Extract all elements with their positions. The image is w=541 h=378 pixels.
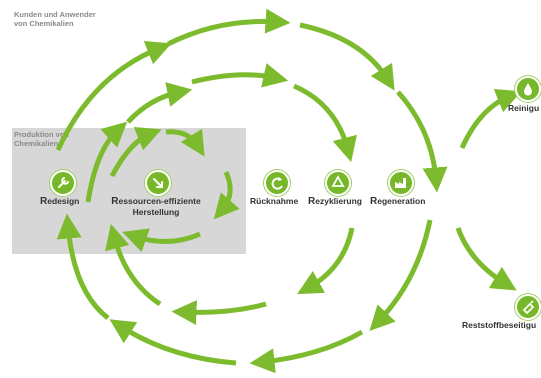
node-label-ressourcen-line2: Herstellung xyxy=(132,207,180,217)
branch-arrow-down xyxy=(455,227,517,291)
node-label-reinigung: Reinigu xyxy=(508,103,539,113)
arrow-down-right-icon xyxy=(145,170,171,196)
arrow-group xyxy=(55,8,522,374)
outer-arrow-4 xyxy=(396,90,448,193)
branch-arrow-up xyxy=(459,89,522,150)
factory-icon xyxy=(388,170,414,196)
node-label-rezyklierung-first: R xyxy=(308,196,316,207)
middle-arrow-4 xyxy=(293,83,357,163)
outer-region-label-line2: von Chemikalien xyxy=(14,19,74,28)
outer-arrow-3 xyxy=(299,22,395,91)
inner-region-label-line2: Chemikalien xyxy=(14,139,59,148)
node-label-redesign-rest: edesign xyxy=(47,196,80,206)
node-label-ruecknahme-rest: Rücknahme xyxy=(250,196,299,206)
inner-arrow-4 xyxy=(122,228,202,252)
node-label-reststoff: Reststoffbeseitigu xyxy=(462,320,536,330)
outer-region-label: Kunden und Anwender von Chemikalien xyxy=(14,10,96,28)
outer-arrow-5 xyxy=(369,219,433,332)
inner-arrow-1 xyxy=(109,127,162,178)
middle-arrow-2 xyxy=(126,82,193,124)
node-label-reinigung-rest: Reinigu xyxy=(508,103,540,113)
middle-arrow-5 xyxy=(297,227,355,295)
middle-arrow-7 xyxy=(105,223,162,307)
disposal-icon xyxy=(515,294,541,320)
outer-arrow-2 xyxy=(166,8,291,47)
node-label-regeneration-rest: egeneration xyxy=(377,196,426,206)
node-label-regeneration-first: R xyxy=(370,196,378,207)
inner-region-label: Produktion von Chemikalien xyxy=(14,130,69,148)
node-label-ressourcen: Ressourcen-effiziente Herstellung xyxy=(106,196,206,217)
outer-arrow-8 xyxy=(56,213,110,320)
middle-arrow-3 xyxy=(191,63,289,88)
middle-arrow-1 xyxy=(85,121,128,203)
outer-arrow-7 xyxy=(109,319,237,366)
circular-arrow-icon xyxy=(264,170,290,196)
recycle-icon xyxy=(325,170,351,196)
inner-arrow-2 xyxy=(165,128,205,157)
node-label-redesign-first: R xyxy=(40,196,48,207)
outer-arrow-1 xyxy=(55,41,172,152)
middle-arrow-6 xyxy=(171,300,267,326)
node-label-ressourcen-first: R xyxy=(111,196,119,207)
node-label-regeneration: Regeneration xyxy=(370,196,425,207)
wrench-icon xyxy=(50,170,76,196)
outer-arrow-6 xyxy=(249,329,364,374)
droplet-icon xyxy=(515,76,541,102)
inner-region-label-line1: Produktion von xyxy=(14,130,69,139)
outer-region-label-line1: Kunden und Anwender xyxy=(14,10,96,19)
node-label-rezyklierung-rest: ezyklierung xyxy=(315,196,363,206)
node-label-redesign: Redesign xyxy=(40,196,79,207)
node-label-reststoff-rest: Reststoffbeseitigu xyxy=(462,320,537,330)
inner-arrow-3 xyxy=(213,170,240,220)
node-label-ressourcen-rest: essourcen-effiziente xyxy=(118,196,201,206)
node-label-rezyklierung: Rezyklierung xyxy=(308,196,362,207)
node-label-ruecknahme: Rücknahme xyxy=(250,196,298,206)
